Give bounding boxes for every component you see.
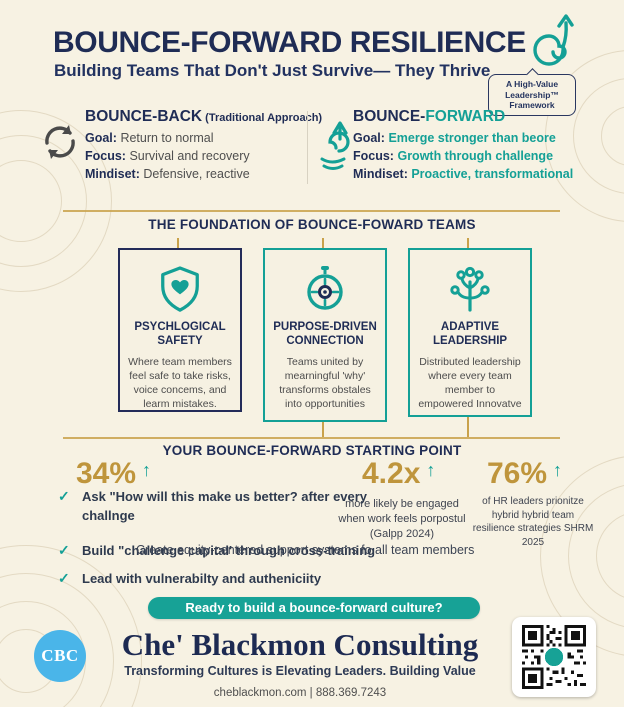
- checklist-item: ✓ Build "challenge capital' through cros…: [58, 541, 403, 560]
- bounce-back-row: Focus: Survival and recovery: [85, 147, 300, 165]
- page-title: BOUNCE-FORWARD RESILIENCE: [53, 26, 526, 59]
- connector-line: [467, 238, 469, 248]
- card-body: Where team members feel safe to take ris…: [128, 355, 232, 411]
- stat-76-percent: 76%↑: [487, 457, 562, 491]
- spring-spiral-up-arrow-icon: [314, 117, 354, 178]
- row-value: Survival and recovery: [129, 149, 250, 163]
- checklist-subitem: Create equity-centered support systems f…: [112, 541, 474, 560]
- foundation-title: THE FOUNDATION OF BOUNCE-FOWARD TEAMS: [148, 217, 476, 232]
- checklist-text: Build "challenge capital' through cross-…: [82, 543, 376, 558]
- bounce-forward-title: BOUNCE-FORWARD: [353, 108, 578, 126]
- bounce-back-row: Goal: Return to normal: [85, 129, 300, 147]
- checklist-text: Create equity-centered support systems f…: [136, 543, 475, 557]
- framework-badge: A High-Value Leadership™ Framework: [488, 74, 576, 116]
- cbc-logo: CBC: [34, 630, 86, 682]
- bounce-back-title-text: BOUNCE-BACK: [85, 108, 203, 125]
- connector-line: [467, 413, 469, 437]
- check-placeholder: [112, 541, 128, 560]
- section-divider-line: [63, 210, 560, 212]
- refresh-cycle-icon: [40, 121, 80, 168]
- bounce-back-title-suffix: (Traditional Approach): [202, 112, 323, 124]
- company-name: Che' Blackmon Consulting: [121, 627, 479, 662]
- qr-code: [512, 617, 596, 697]
- stat-caption: of HR leaders prionitze hybrid hybrid te…: [472, 496, 594, 548]
- row-value: Proactive, transformational: [411, 167, 574, 181]
- company-tagline: Transforming Cultures is Elevating Leade…: [124, 664, 476, 678]
- stat-value: 76%: [487, 457, 548, 490]
- section-divider-line: [63, 437, 560, 439]
- stat-34-percent: 34%↑: [76, 457, 151, 491]
- row-label: Goal:: [85, 131, 117, 145]
- vertical-divider: [307, 111, 308, 184]
- row-label: Mindiset:: [353, 167, 408, 181]
- check-icon: ✓: [58, 542, 70, 558]
- starting-point-title: YOUR BOUNCE-FORWARD STARTING POINT: [162, 443, 462, 458]
- check-icon: ✓: [58, 570, 70, 586]
- connector-line: [322, 418, 324, 437]
- bounce-forward-row: Focus: Growth through challenge: [353, 147, 578, 165]
- up-arrow-icon: ↑: [142, 460, 152, 480]
- row-label: Focus:: [85, 149, 126, 163]
- stat-value: 34%: [76, 457, 137, 490]
- row-value: Emerge stronger than beore: [388, 131, 556, 145]
- row-label: Focus:: [353, 149, 394, 163]
- up-arrow-icon: ↑: [553, 460, 563, 480]
- bounce-forward-title-prefix: BOUNCE-: [353, 108, 426, 125]
- card-psychological-safety: PSYCHLOGICAL SAFETY Where team members f…: [118, 248, 242, 412]
- checklist-item: ✓ Ask "How will this make us better? aft…: [58, 487, 403, 525]
- page-subtitle: Building Teams That Don't Just Survive— …: [54, 61, 491, 80]
- card-title: PSYCHLOGICAL SAFETY: [134, 321, 226, 348]
- row-label: Mindiset:: [85, 167, 140, 181]
- check-icon: ✓: [58, 488, 70, 504]
- checklist-text: Ask "How will this make us better? after…: [82, 489, 368, 523]
- card-body: Teams united by mearningful 'why' transf…: [279, 355, 371, 411]
- stat-caption: more likely be engaged when work feels p…: [338, 498, 466, 540]
- stat-value: 4.2x: [362, 457, 421, 490]
- bounce-forward-section: BOUNCE-FORWARD Goal: Emerge stronger tha…: [353, 108, 578, 183]
- row-value: Defensive, reactive: [143, 167, 250, 181]
- checklist: ✓ Ask "How will this make us better? aft…: [58, 487, 474, 597]
- contact-info[interactable]: cheblackmon.com | 888.369.7243: [213, 687, 387, 699]
- bounce-forward-row: Goal: Emerge stronger than beore: [353, 129, 578, 147]
- stat-4-2x: 4.2x↑: [362, 457, 435, 491]
- row-label: Goal:: [353, 131, 385, 145]
- connector-line: [177, 238, 179, 248]
- card-title: PURPOSE-DRIVEN CONNECTION: [273, 321, 377, 348]
- checklist-text: Lead with vulnerabilty and autheniciity: [82, 571, 322, 586]
- bounce-forward-row: Mindiset: Proactive, transformational: [353, 165, 578, 183]
- checklist-item: ✓ Lead with vulnerabilty and autheniciit…: [58, 569, 403, 588]
- row-value: Return to normal: [120, 131, 214, 145]
- bounce-back-section: BOUNCE-BACK (Traditional Approach) Goal:…: [85, 108, 322, 183]
- bounce-back-title: BOUNCE-BACK (Traditional Approach): [85, 108, 322, 126]
- bounce-forward-title-accent: FORWARD: [425, 108, 506, 125]
- card-body: Distributed leadership where every team …: [418, 355, 522, 411]
- compass-stopwatch-icon: [265, 264, 385, 316]
- card-adaptive-leadership: ADAPTIVE LEADERSHIP Distributed leadersh…: [408, 248, 532, 417]
- row-value: Growth through challenge: [397, 149, 554, 163]
- bounce-back-row: Mindiset: Defensive, reactive: [85, 165, 300, 183]
- card-title: ADAPTIVE LEADERSHIP: [432, 321, 508, 348]
- spiral-growth-arrow-icon: [527, 14, 575, 77]
- shield-heart-icon: [120, 264, 240, 316]
- network-tree-icon: [410, 264, 530, 316]
- card-purpose-driven-connection: PURPOSE-DRIVEN CONNECTION Teams united b…: [263, 248, 387, 422]
- up-arrow-icon: ↑: [426, 460, 436, 480]
- connector-line: [322, 238, 324, 248]
- cta-banner[interactable]: Ready to build a bounce-forward culture?: [148, 597, 480, 619]
